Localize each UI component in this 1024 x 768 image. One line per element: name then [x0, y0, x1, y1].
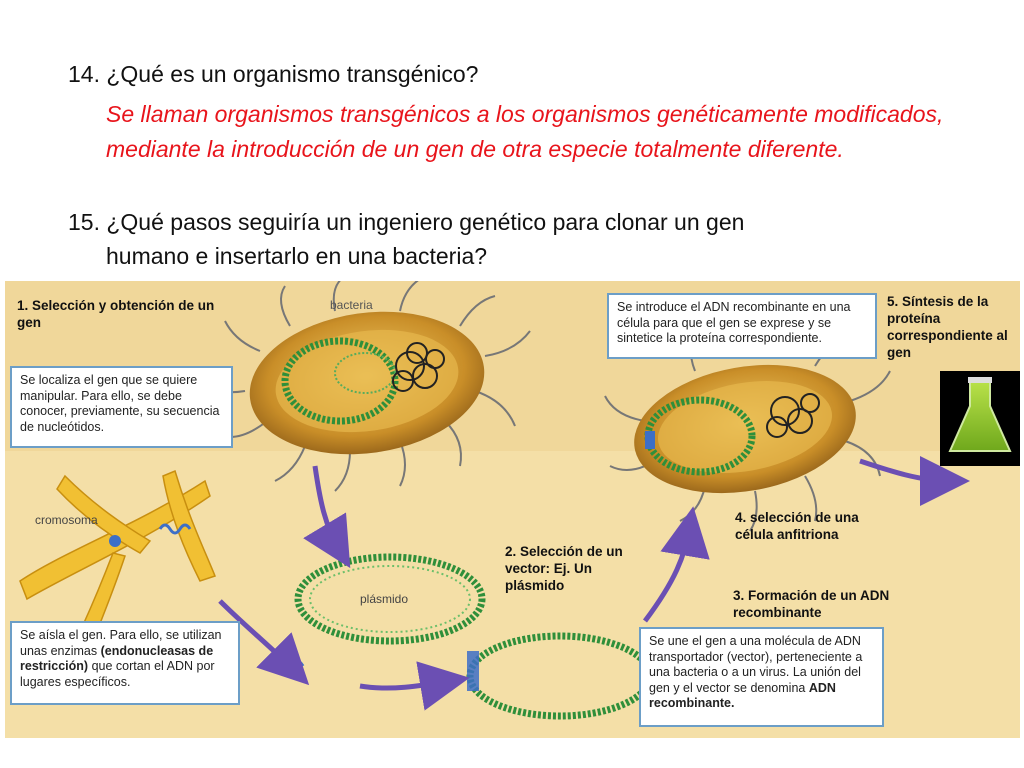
flask-icon — [940, 371, 1020, 466]
bacteria-1: bacteria — [194, 281, 531, 492]
genetic-engineering-figure: bacteria — [5, 281, 1020, 738]
step-2-label: 2. Selección de un vector: Ej. Un plásmi… — [505, 544, 623, 593]
box3-text-b: ADN recombinante. — [649, 680, 836, 711]
question-14: 14. ¿Qué es un organismo transgénico? — [68, 61, 479, 87]
step-3-label: 3. Formación de un ADN recombinante — [733, 588, 890, 620]
box-protein-synthesis: Se introduce el ADN recombinante en una … — [607, 293, 877, 359]
plasmido-label: plásmido — [360, 592, 408, 606]
box-gene-location: Se localiza el gen que se quiere manipul… — [10, 366, 233, 448]
flow-arrows — [218, 455, 970, 711]
box2-text-a: Se aísla el gen. Para ello, se utilizan … — [20, 628, 222, 658]
box-recombinant-dna: Se une el gen a una molécula de ADN tran… — [639, 627, 884, 727]
answer-14: Se llaman organismos transgénicos a los … — [106, 101, 944, 162]
bacteria-2 — [604, 320, 891, 532]
bacteria-label: bacteria — [330, 298, 373, 312]
plasmid: plásmido — [294, 553, 486, 645]
step-1-label: 1. Selección y obtención de un gen — [17, 298, 215, 330]
step-4-label: 4. selección de una célula anfitriona — [735, 510, 859, 542]
question-15-line1: 15. ¿Qué pasos seguiría un ingeniero gen… — [68, 209, 745, 235]
box2-text-c: que cortan el ADN por lugares específico… — [20, 659, 215, 689]
chromosome: cromosoma — [19, 469, 216, 632]
box3-text-a: Se une el gen a una molécula de ADN tran… — [649, 634, 863, 695]
question-15-line2: humano e insertarlo en una bacteria? — [106, 243, 488, 269]
cromosoma-label: cromosoma — [35, 513, 98, 527]
box2-text-b: (endonucleasas de restricción) — [20, 643, 214, 674]
box-gene-isolation: Se aísla el gen. Para ello, se utilizan … — [10, 621, 240, 705]
step-5-label: 5. Síntesis de la proteína correspondien… — [887, 294, 1008, 360]
